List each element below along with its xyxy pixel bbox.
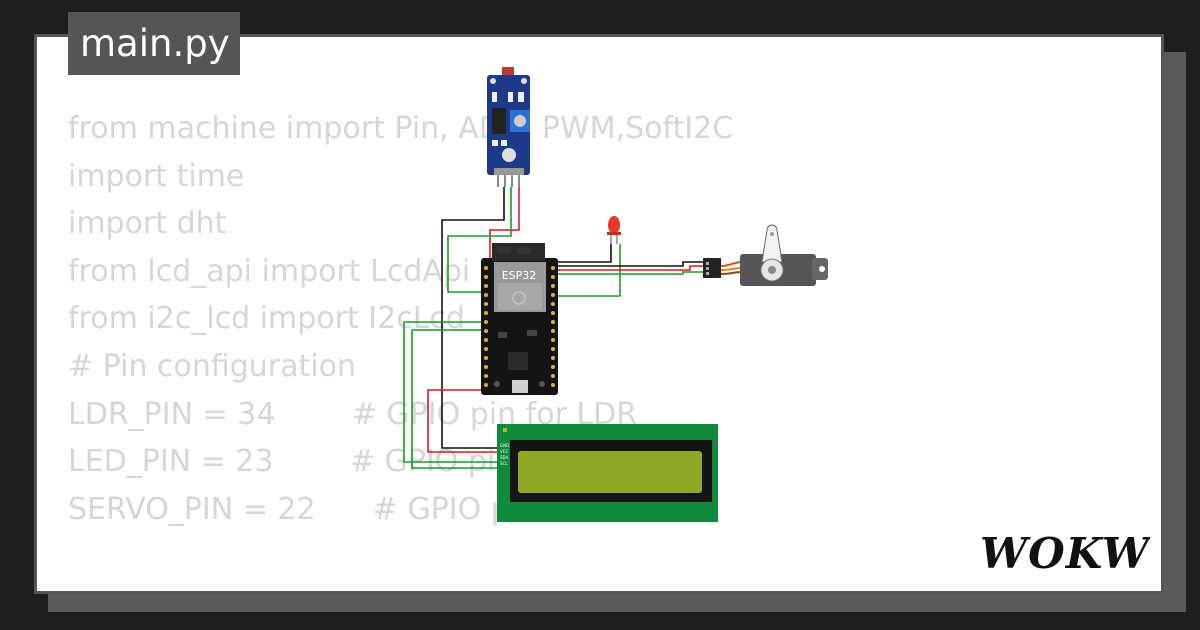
wires xyxy=(403,187,703,469)
lcd-pin-label: VCC xyxy=(500,449,509,454)
lcd-pin-label: SCL xyxy=(500,461,508,466)
red-led[interactable] xyxy=(607,216,621,244)
code-line: import dht xyxy=(68,206,227,242)
esp32-board[interactable]: ESP32 xyxy=(481,243,558,395)
wokwi-logo[interactable]: WOKWi xyxy=(978,528,1150,576)
lcd-display[interactable]: GND VCC SDA SCL xyxy=(497,424,718,522)
ldr-photoresistor xyxy=(502,67,514,75)
code-line: LDR_PIN = 34 # GPIO pin for LDR xyxy=(68,396,638,432)
code-line: # Initialize pins xyxy=(68,581,733,591)
lcd-pin-label: GND xyxy=(500,443,509,448)
servo-motor[interactable] xyxy=(703,224,828,286)
wokwi-logo-text: WOKWi xyxy=(980,529,1150,576)
esp32-label: ESP32 xyxy=(502,269,537,282)
code-line: # Pin configuration xyxy=(68,348,356,384)
ldr-sensor-module[interactable] xyxy=(487,67,530,187)
code-line: from lcd_api import LcdApi xyxy=(68,253,471,289)
file-name-tab[interactable]: main.py xyxy=(68,12,240,75)
lcd-pin-label: SDA xyxy=(500,455,509,460)
code-line: import time xyxy=(68,158,245,194)
